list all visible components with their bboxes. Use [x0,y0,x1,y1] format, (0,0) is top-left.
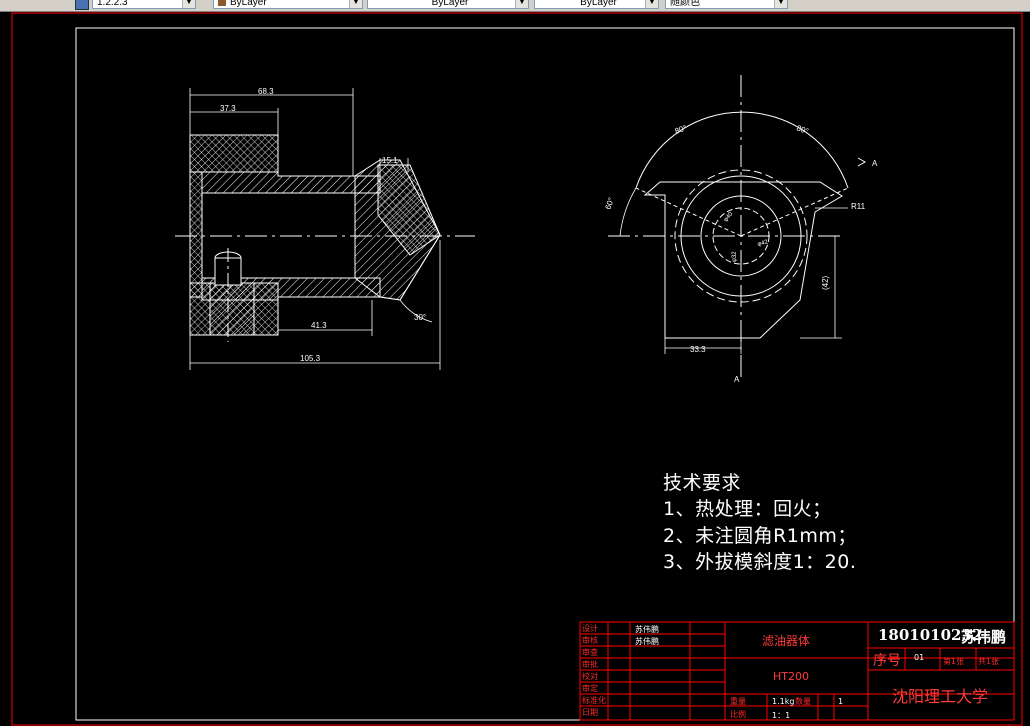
tb-seq-label: 序号 [873,653,901,669]
tb-student-id: 1801010232 [878,626,983,644]
color-combo[interactable]: ByLayer▼ [213,0,363,9]
chevron-down-icon: ▼ [349,0,362,8]
tb-part-name: 滤油器体 [762,634,811,648]
layer-icon[interactable] [75,0,89,10]
section-view-dimensions [189,88,441,370]
tb-label-approve: 审批 [582,660,598,669]
tb-label-design: 设计 [582,624,598,633]
tech-req-line2: 2、未注圆角R1mm； [663,525,857,547]
tb-weight-label: 重量 [730,697,746,706]
dim-inner-3: φ32 [732,251,738,262]
chevron-down-icon: ▼ [645,0,658,8]
dim-overall-bottom: 105.3 [300,354,321,363]
linetype-combo[interactable]: ByLayer▼ [367,0,529,9]
dim-overall-top: 68.3 [258,87,274,96]
tb-label-check: 审查 [582,648,598,657]
tech-req-line1: 1、热处理：回火； [663,498,832,520]
plotstyle-combo[interactable]: 随颜色▼ [665,0,788,9]
tb-label-standard: 标准化 [582,696,606,705]
tb-label-review: 审核 [582,636,598,645]
dim-angle-left-top: 80° [674,123,688,136]
dim-inner-2: φ42 [757,239,769,248]
tb-seq: 01 [914,653,925,662]
tb-checker: 苏伟鹏 [635,637,659,646]
color-swatch-icon [218,0,226,7]
tech-req-line3: 3、外拔模斜度1：20. [663,551,857,573]
chevron-down-icon: ▼ [774,0,787,8]
dim-angle-left: 60° [603,196,616,210]
end-view-dimensions [619,187,848,354]
dim-height: (42) [821,275,830,290]
section-mark-top: A [872,159,878,168]
tb-university: 沈阳理工大学 [892,687,989,706]
tb-qty-label: 数量 [795,697,811,706]
tb-label-proof: 校对 [582,672,598,681]
tb-sheet-label: 第1张 [943,657,965,666]
tb-qty: 1 [838,697,844,706]
chevron-down-icon: ▼ [182,0,195,8]
dim-inner-1: φ40 [723,211,735,223]
dim-inner-top: 37.3 [220,104,236,113]
dim-right-small: 15.1 [382,156,398,165]
properties-toolbar: 1.2.2.3▼ ByLayer▼ ByLayer▼ ByLayer▼ 随颜色▼ [0,0,1030,12]
layer-combo[interactable]: 1.2.2.3▼ [92,0,196,9]
tb-designer: 苏伟鹏 [635,625,659,634]
tb-scale: 1：1 [772,711,791,720]
dim-width-bottom: 33.3 [690,345,706,354]
tb-weight: 1.1kg [772,697,795,706]
dim-mid-bottom: 41.3 [311,321,327,330]
title-block [579,621,1015,721]
lineweight-combo[interactable]: ByLayer▼ [534,0,659,9]
drawing-frame [75,27,1015,721]
dim-radius: R11 [851,202,866,211]
tb-student-name: 苏伟鹏 [961,628,1007,646]
section-view [175,134,475,342]
tb-total-label: 共1张 [978,657,1000,666]
tb-material: HT200 [773,670,809,683]
chevron-down-icon: ▼ [515,0,528,8]
tech-req-title: 技术要求 [663,472,742,494]
drawing-canvas[interactable]: 68.3 37.3 15.1 41.3 105.3 30° 80° 80° 60… [0,11,1030,726]
tb-scale-label: 比例 [730,710,746,719]
sheet-border [11,12,1023,726]
tb-label-finalize: 审定 [582,684,598,693]
tb-label-date: 日期 [582,708,598,717]
end-view [608,75,867,380]
dim-angle: 30° [414,313,426,322]
dim-angle-right-top: 80° [795,123,809,136]
section-mark-bottom: A [734,375,740,384]
